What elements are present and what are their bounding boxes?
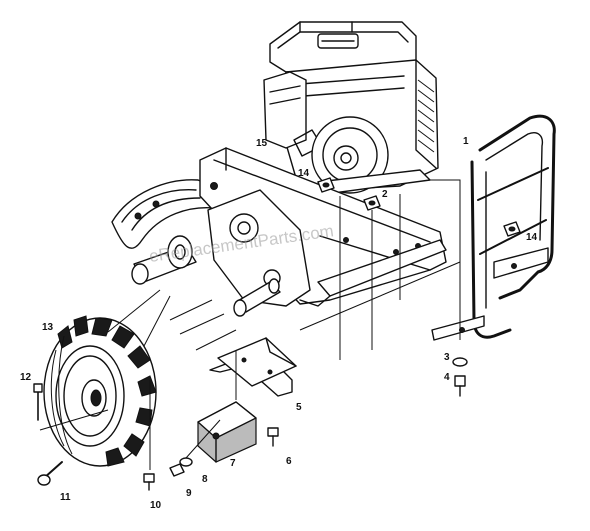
callout-11: 11 — [60, 492, 71, 503]
engine — [263, 21, 439, 195]
callout-3: 3 — [444, 352, 450, 363]
callout-8: 8 — [202, 474, 208, 485]
callout-6: 6 — [286, 456, 292, 467]
wheel-weight — [197, 401, 257, 463]
callout-10: 10 — [150, 500, 162, 511]
callout-2: 2 — [382, 189, 388, 200]
wheel-tire — [43, 315, 157, 467]
callout-14-b: 14 — [526, 232, 538, 243]
handle-frame — [431, 114, 556, 341]
callout-4: 4 — [444, 372, 450, 383]
callout-7: 7 — [230, 458, 236, 469]
explode-lines — [39, 179, 461, 470]
callout-15: 15 — [256, 138, 268, 149]
depth-bar-bracket — [209, 337, 297, 397]
callout-14-a: 14 — [298, 168, 310, 179]
callout-5: 5 — [296, 402, 302, 413]
tine-shield-frame — [111, 147, 447, 317]
callout-9: 9 — [186, 488, 192, 499]
callout-12: 12 — [20, 372, 32, 383]
callout-13: 13 — [42, 322, 54, 333]
callout-labels: 1 2 3 4 5 6 7 8 9 10 11 12 13 14 14 15 — [20, 136, 538, 511]
hardware — [33, 177, 521, 491]
callout-1: 1 — [463, 136, 469, 147]
